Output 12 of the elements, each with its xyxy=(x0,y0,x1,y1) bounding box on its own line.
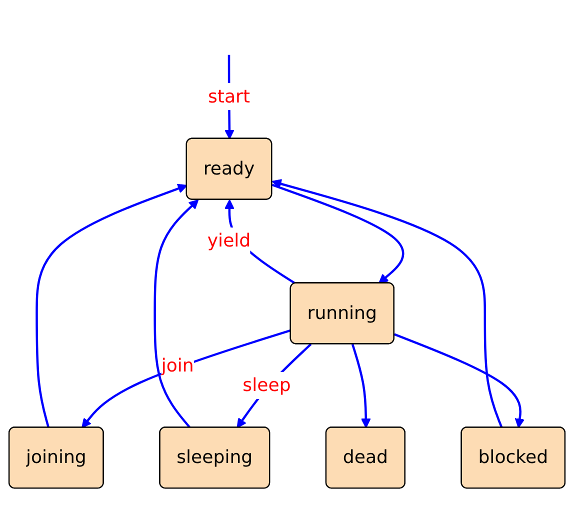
edge-label: join xyxy=(161,354,194,376)
edge-label: yield xyxy=(207,230,251,252)
arrow xyxy=(351,344,371,428)
edge-label: start xyxy=(208,85,250,107)
arrow xyxy=(82,329,292,428)
arrow xyxy=(154,199,199,428)
arrow xyxy=(236,343,312,428)
arrow xyxy=(36,184,188,428)
arrow xyxy=(272,184,404,284)
arrow xyxy=(394,333,525,428)
edge-label: sleep xyxy=(242,374,291,396)
arrow xyxy=(272,178,503,428)
